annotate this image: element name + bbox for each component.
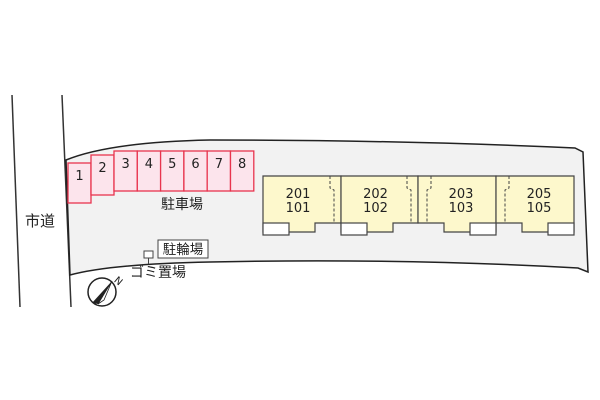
balcony-box — [469, 222, 497, 236]
trash-area-label: ゴミ置場 — [130, 264, 186, 281]
unit-number-upper: 201 — [286, 187, 311, 202]
unit-number-lower: 105 — [527, 201, 552, 216]
parking-slot-number: 1 — [75, 169, 83, 184]
unit-number-lower: 103 — [449, 201, 474, 216]
balcony-box — [262, 222, 290, 236]
parking-slot-number: 8 — [238, 157, 246, 172]
trash-area-box — [143, 250, 154, 259]
parking-slot-number: 7 — [215, 157, 223, 172]
parking-slot — [229, 150, 255, 192]
unit-number-lower: 102 — [363, 201, 388, 216]
unit-number-upper: 202 — [363, 187, 388, 202]
unit-number-upper: 205 — [527, 187, 552, 202]
bicycle-parking-label: 駐輪場 — [163, 241, 204, 258]
balcony-box — [340, 222, 368, 236]
parking-slot-number: 6 — [191, 157, 199, 172]
parking-label: 駐車場 — [161, 196, 203, 213]
parking-slot-number: 5 — [168, 157, 176, 172]
unit-number-lower: 101 — [286, 201, 311, 216]
road-edge-left — [11, 94, 21, 308]
compass-icon: N — [87, 275, 124, 307]
balcony-box — [547, 222, 575, 236]
unit-number-upper: 203 — [449, 187, 474, 202]
parking-slot-number: 4 — [145, 157, 153, 172]
parking-slot-number: 2 — [98, 161, 106, 176]
parking-slot-number: 3 — [122, 157, 130, 172]
road-label: 市道 — [25, 212, 55, 230]
bicycle-parking-box — [157, 239, 209, 259]
